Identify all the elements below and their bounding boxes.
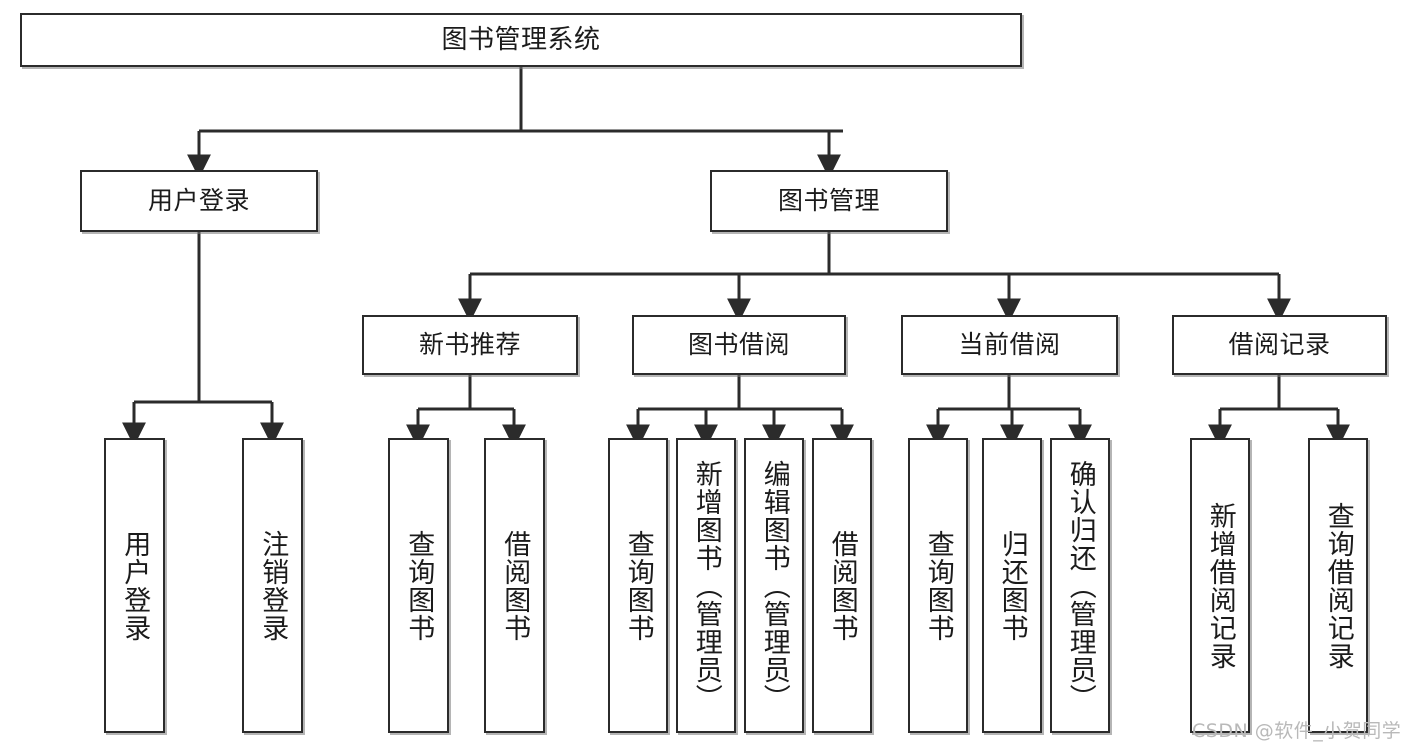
node-user-login-label: 用户登录 bbox=[147, 186, 250, 216]
node-book-manage[interactable]: 图书管理 bbox=[710, 170, 948, 232]
node-leaf-user-logout[interactable]: 注销登录 bbox=[242, 438, 303, 733]
node-leaf-add-record-label: 新增借阅记录 bbox=[1204, 501, 1236, 670]
node-leaf-add-book-label: 新增图书（管理员） bbox=[690, 459, 722, 712]
node-leaf-borrow-book-rec[interactable]: 借阅图书 bbox=[484, 438, 545, 733]
node-leaf-borrow-book-rec-label: 借阅图书 bbox=[499, 529, 531, 642]
node-new-book-rec-label: 新书推荐 bbox=[418, 330, 521, 360]
node-leaf-borrow-book[interactable]: 借阅图书 bbox=[812, 438, 872, 733]
node-root-label: 图书管理系统 bbox=[441, 24, 601, 55]
node-leaf-confirm-return[interactable]: 确认归还（管理员） bbox=[1050, 438, 1110, 733]
node-borrow-record[interactable]: 借阅记录 bbox=[1172, 315, 1387, 375]
node-leaf-user-login-label: 用户登录 bbox=[119, 529, 151, 642]
node-leaf-query-book-borrow-label: 查询图书 bbox=[622, 529, 654, 642]
node-leaf-query-record-label: 查询借阅记录 bbox=[1322, 501, 1354, 670]
node-leaf-add-record[interactable]: 新增借阅记录 bbox=[1190, 438, 1250, 733]
node-leaf-confirm-return-label: 确认归还（管理员） bbox=[1064, 459, 1096, 712]
node-leaf-query-book-rec[interactable]: 查询图书 bbox=[388, 438, 449, 733]
node-leaf-borrow-book-label: 借阅图书 bbox=[826, 529, 858, 642]
node-book-manage-label: 图书管理 bbox=[777, 186, 880, 216]
node-leaf-edit-book[interactable]: 编辑图书（管理员） bbox=[744, 438, 804, 733]
node-leaf-add-book[interactable]: 新增图书（管理员） bbox=[676, 438, 736, 733]
csdn-watermark: CSDN @软件_小贺同学 bbox=[1192, 720, 1402, 742]
node-leaf-user-login[interactable]: 用户登录 bbox=[104, 438, 165, 733]
node-leaf-query-book-cur[interactable]: 查询图书 bbox=[908, 438, 968, 733]
node-current-borrow-label: 当前借阅 bbox=[958, 330, 1061, 360]
node-leaf-query-book-rec-label: 查询图书 bbox=[403, 529, 435, 642]
node-leaf-edit-book-label: 编辑图书（管理员） bbox=[758, 459, 790, 712]
node-new-book-rec[interactable]: 新书推荐 bbox=[362, 315, 578, 375]
node-user-login[interactable]: 用户登录 bbox=[80, 170, 318, 232]
node-leaf-user-logout-label: 注销登录 bbox=[257, 529, 289, 642]
node-leaf-query-book-borrow[interactable]: 查询图书 bbox=[608, 438, 668, 733]
node-leaf-return-book-label: 归还图书 bbox=[996, 529, 1028, 642]
node-root[interactable]: 图书管理系统 bbox=[20, 13, 1022, 67]
node-book-borrow-label: 图书借阅 bbox=[687, 330, 790, 360]
node-leaf-return-book[interactable]: 归还图书 bbox=[982, 438, 1042, 733]
node-leaf-query-book-cur-label: 查询图书 bbox=[922, 529, 954, 642]
node-borrow-record-label: 借阅记录 bbox=[1228, 330, 1331, 360]
node-current-borrow[interactable]: 当前借阅 bbox=[901, 315, 1118, 375]
node-leaf-query-record[interactable]: 查询借阅记录 bbox=[1308, 438, 1368, 733]
node-book-borrow[interactable]: 图书借阅 bbox=[632, 315, 846, 375]
